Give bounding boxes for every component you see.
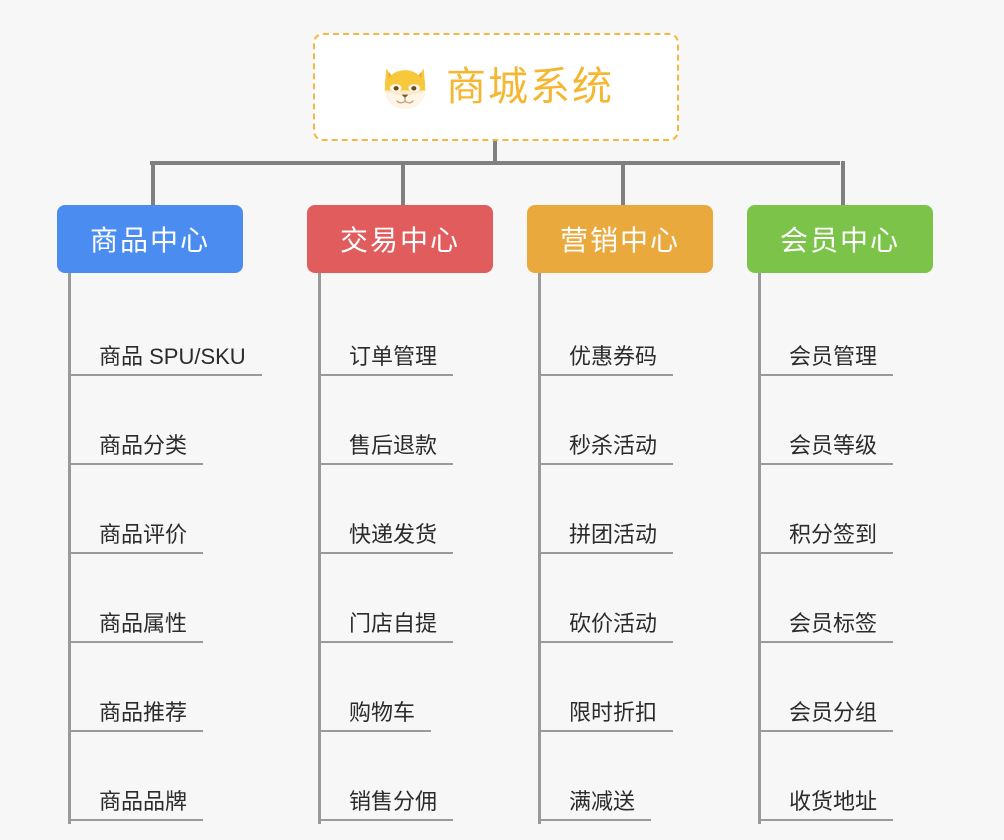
leaf-item-label: 限时折扣 <box>541 700 674 732</box>
leaf-item[interactable]: 会员管理 <box>761 290 933 379</box>
connector-stem-marketing-center <box>621 161 625 205</box>
leaf-item[interactable]: 限时折扣 <box>541 646 713 735</box>
connector-stem-trade-center <box>401 161 405 205</box>
leaf-item-label: 满减送 <box>541 789 652 821</box>
leaf-item-label: 积分签到 <box>761 522 894 554</box>
branch-head-trade-center[interactable]: 交易中心 <box>307 205 493 273</box>
leaf-item-label: 购物车 <box>321 700 432 732</box>
shiba-dog-icon <box>378 60 432 114</box>
leaf-item-label: 会员等级 <box>761 433 894 465</box>
leaf-item[interactable]: 积分签到 <box>761 468 933 557</box>
leaf-item[interactable]: 商品评价 <box>71 468 243 557</box>
leaf-item-label: 会员管理 <box>761 344 894 376</box>
root-node-card[interactable]: 商城系统 <box>313 33 679 141</box>
connector-root-vertical <box>493 141 497 164</box>
branch-marketing-center: 营销中心优惠券码秒杀活动拼团活动砍价活动限时折扣满减送 <box>527 205 713 824</box>
leaf-item-label: 会员分组 <box>761 700 894 732</box>
leaf-list-product-center: 商品 SPU/SKU 商品分类商品评价商品属性商品推荐商品品牌 <box>68 273 262 824</box>
leaf-list-member-center: 会员管理会员等级积分签到会员标签会员分组收货地址 <box>758 273 933 824</box>
leaf-item-label: 商品推荐 <box>71 700 204 732</box>
leaf-item-label: 商品评价 <box>71 522 204 554</box>
leaf-item-label: 收货地址 <box>761 789 894 821</box>
leaf-item[interactable]: 商品分类 <box>71 379 243 468</box>
leaf-item-label: 拼团活动 <box>541 522 674 554</box>
leaf-item[interactable]: 销售分佣 <box>321 735 493 824</box>
leaf-item[interactable]: 订单管理 <box>321 290 493 379</box>
leaf-item[interactable]: 会员标签 <box>761 557 933 646</box>
leaf-item[interactable]: 快递发货 <box>321 468 493 557</box>
leaf-item-label: 优惠券码 <box>541 344 674 376</box>
leaf-item[interactable]: 门店自提 <box>321 557 493 646</box>
branch-member-center: 会员中心会员管理会员等级积分签到会员标签会员分组收货地址 <box>747 205 933 824</box>
leaf-item[interactable]: 拼团活动 <box>541 468 713 557</box>
leaf-item[interactable]: 满减送 <box>541 735 713 824</box>
leaf-item-label: 商品 SPU/SKU <box>71 344 262 376</box>
leaf-item-label: 门店自提 <box>321 611 454 643</box>
leaf-item-label: 快递发货 <box>321 522 454 554</box>
leaf-item[interactable]: 商品属性 <box>71 557 243 646</box>
leaf-item[interactable]: 商品推荐 <box>71 646 243 735</box>
leaf-item-label: 售后退款 <box>321 433 454 465</box>
leaf-item[interactable]: 购物车 <box>321 646 493 735</box>
leaf-item-label: 订单管理 <box>321 344 454 376</box>
leaf-item-label: 商品品牌 <box>71 789 204 821</box>
leaf-item-label: 砍价活动 <box>541 611 674 643</box>
connector-stem-member-center <box>841 161 845 205</box>
leaf-item[interactable]: 商品 SPU/SKU <box>71 290 262 379</box>
leaf-item-label: 销售分佣 <box>321 789 454 821</box>
branch-head-member-center[interactable]: 会员中心 <box>747 205 933 273</box>
leaf-item[interactable]: 收货地址 <box>761 735 933 824</box>
connector-horizontal-bus <box>150 161 840 165</box>
connector-stem-product-center <box>151 161 155 205</box>
branch-trade-center: 交易中心订单管理售后退款快递发货门店自提购物车销售分佣 <box>307 205 493 824</box>
leaf-item-label: 秒杀活动 <box>541 433 674 465</box>
leaf-item-label: 商品分类 <box>71 433 204 465</box>
leaf-item[interactable]: 售后退款 <box>321 379 493 468</box>
leaf-item[interactable]: 秒杀活动 <box>541 379 713 468</box>
leaf-list-trade-center: 订单管理售后退款快递发货门店自提购物车销售分佣 <box>318 273 493 824</box>
branch-head-marketing-center[interactable]: 营销中心 <box>527 205 713 273</box>
branch-head-product-center[interactable]: 商品中心 <box>57 205 243 273</box>
leaf-item[interactable]: 会员分组 <box>761 646 933 735</box>
leaf-list-marketing-center: 优惠券码秒杀活动拼团活动砍价活动限时折扣满减送 <box>538 273 713 824</box>
root-node-title: 商城系统 <box>446 65 614 109</box>
branch-product-center: 商品中心商品 SPU/SKU 商品分类商品评价商品属性商品推荐商品品牌 <box>57 205 262 824</box>
leaf-item-label: 商品属性 <box>71 611 204 643</box>
leaf-item-label: 会员标签 <box>761 611 894 643</box>
leaf-item[interactable]: 优惠券码 <box>541 290 713 379</box>
leaf-item[interactable]: 会员等级 <box>761 379 933 468</box>
leaf-item[interactable]: 商品品牌 <box>71 735 243 824</box>
leaf-item[interactable]: 砍价活动 <box>541 557 713 646</box>
